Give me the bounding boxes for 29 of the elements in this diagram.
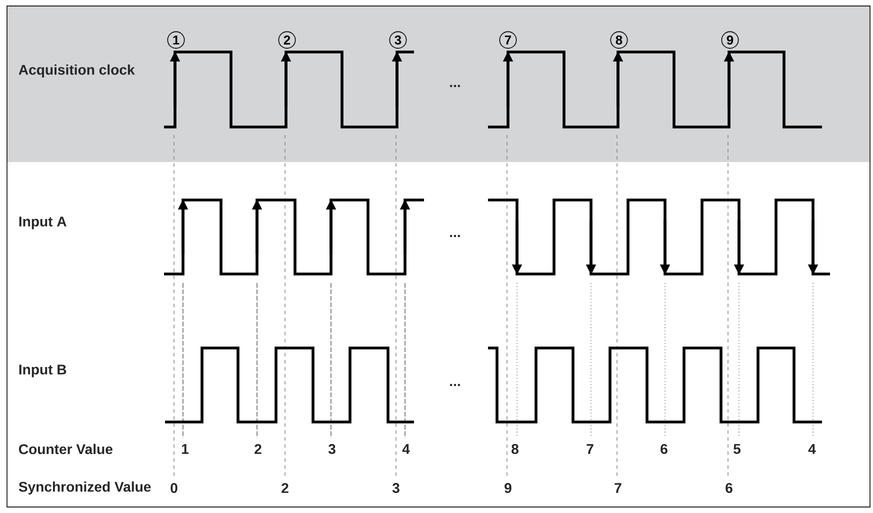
value-label: 3 (392, 483, 400, 493)
row-label: Synchronized Value (18, 481, 151, 495)
row-label: Acquisition clock (18, 64, 135, 78)
value-label: 3 (328, 444, 336, 454)
value-label: 6 (726, 483, 732, 493)
ellipsis: ... (450, 384, 460, 386)
value-label: 1 (182, 444, 189, 454)
circled-number: 3 (389, 31, 407, 49)
row-label: Input B (19, 364, 66, 378)
value-label: 4 (402, 444, 410, 454)
value-label: 0 (170, 483, 178, 493)
value-label: 5 (734, 444, 741, 454)
ellipsis: ... (450, 84, 460, 88)
value-label: 8 (512, 444, 518, 454)
value-label: 2 (282, 483, 288, 493)
value-label: 6 (660, 444, 668, 454)
value-label: 7 (586, 444, 594, 454)
row-label: Counter Value (18, 444, 112, 454)
row-label: Input A (19, 216, 66, 230)
circled-number: 9 (721, 31, 739, 49)
value-label: 2 (254, 444, 262, 454)
circled-number: 1 (167, 31, 185, 49)
value-label: 7 (614, 483, 622, 493)
circled-number: 8 (610, 31, 628, 49)
value-label: 4 (808, 444, 816, 454)
ellipsis: ... (450, 234, 460, 238)
value-label: 9 (504, 483, 512, 493)
circled-number: 2 (278, 31, 296, 49)
circled-number: 7 (499, 31, 517, 49)
